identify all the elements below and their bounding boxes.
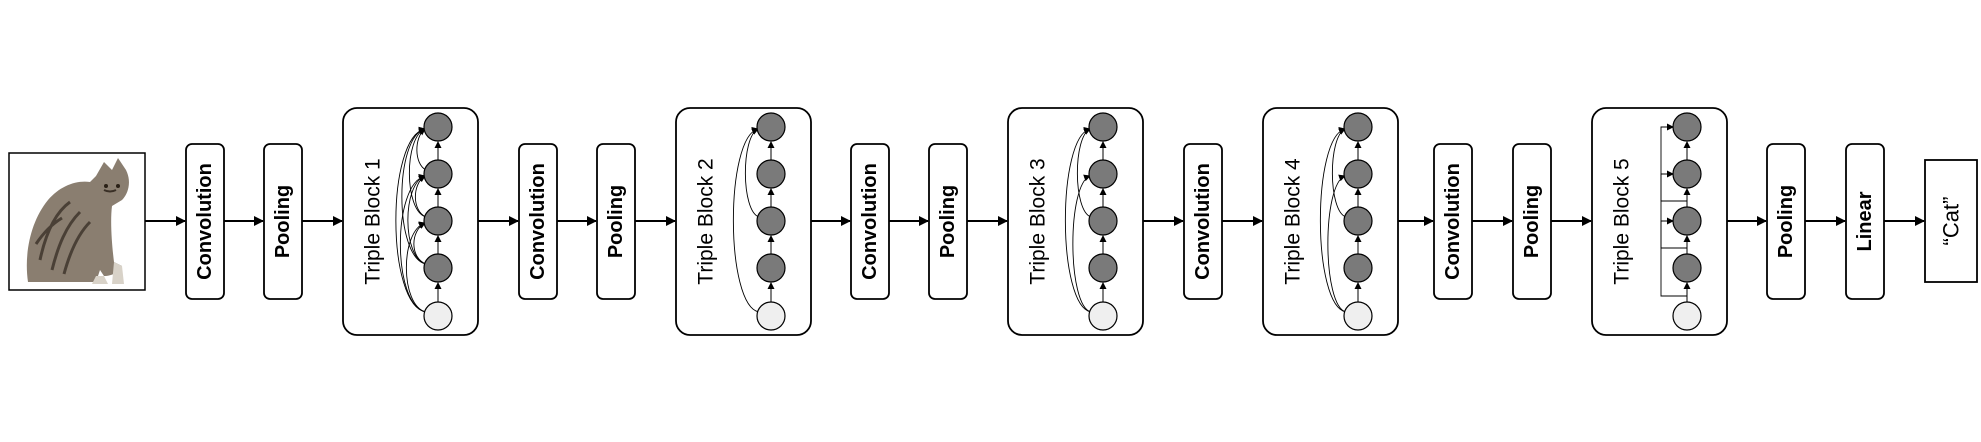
hidden-node	[1672, 253, 1702, 283]
node-column	[1672, 112, 1702, 331]
stage-convolution-6: Convolution	[850, 143, 890, 300]
hidden-node	[1088, 112, 1118, 142]
hidden-node	[423, 206, 453, 236]
hidden-node	[1343, 253, 1373, 283]
stages-layer: Convolution Pooling Triple Block 1 Convolut…	[185, 107, 1978, 336]
stage-pooling-1: Pooling	[263, 143, 303, 300]
triple-block-label: Triple Block 2	[695, 158, 718, 284]
hidden-node	[756, 206, 786, 236]
node-connections	[1319, 127, 1362, 313]
convolution-label: Convolution	[1442, 163, 1464, 280]
convolution-label: Convolution	[527, 163, 549, 280]
stage-convolution-9: Convolution	[1183, 143, 1223, 300]
hidden-node	[423, 112, 453, 142]
residual-edge	[1660, 123, 1687, 202]
stage-triple-block-2: Triple Block 2	[675, 107, 812, 336]
skip-edge	[413, 222, 427, 265]
skip-edge	[1319, 127, 1347, 313]
skip-edge	[1072, 174, 1092, 313]
stage-pooling-14: Pooling	[1766, 143, 1806, 300]
input-image	[8, 152, 146, 291]
triple-block-label: Triple Block 3	[1027, 158, 1050, 284]
stage-linear-15: Linear	[1845, 143, 1885, 300]
stage-convolution-11: Convolution	[1433, 143, 1473, 300]
stage-convolution-3: Convolution	[518, 143, 558, 300]
node-connections	[395, 126, 442, 313]
output-box	[1924, 159, 1978, 283]
convolution-label: Convolution	[859, 163, 881, 280]
skip-edge	[414, 175, 427, 218]
node-column	[423, 112, 453, 331]
input-node	[1672, 301, 1702, 331]
stage-pooling-4: Pooling	[596, 143, 636, 300]
node-column	[1088, 112, 1118, 331]
pooling-label: Pooling	[272, 185, 294, 258]
skip-edge	[732, 127, 760, 313]
skip-edge	[1064, 127, 1092, 313]
residual-edge	[1660, 217, 1687, 297]
hidden-node	[1088, 159, 1118, 189]
node-connections	[1660, 123, 1691, 302]
triple-block-label: Triple Block 5	[1611, 158, 1634, 284]
skip-edge	[744, 128, 760, 218]
stage-triple-block-1: Triple Block 1	[342, 107, 479, 336]
hidden-node	[1672, 206, 1702, 236]
convolution-label: Convolution	[1192, 163, 1214, 280]
linear-label: Linear	[1854, 191, 1876, 251]
pooling-label: Pooling	[605, 185, 627, 258]
input-node	[423, 301, 453, 331]
hidden-node	[756, 159, 786, 189]
input-node	[756, 301, 786, 331]
hidden-node	[423, 159, 453, 189]
skip-edge	[401, 127, 427, 265]
hidden-node	[423, 253, 453, 283]
residual-edge	[1660, 170, 1687, 249]
skip-edge	[416, 128, 427, 171]
output-class: “Cat”	[1924, 159, 1978, 283]
convolution-label: Convolution	[194, 163, 216, 280]
hidden-node	[1343, 206, 1373, 236]
skip-edge	[405, 221, 427, 313]
node-column	[756, 112, 786, 331]
skip-edge	[1076, 128, 1092, 218]
cat-picture	[26, 158, 129, 284]
skip-edge	[1327, 174, 1347, 313]
pooling-label: Pooling	[1521, 185, 1543, 258]
hidden-node	[1088, 206, 1118, 236]
stage-triple-block-4: Triple Block 4	[1262, 107, 1399, 336]
stage-pooling-7: Pooling	[928, 143, 968, 300]
skip-edge	[1331, 128, 1347, 218]
hidden-node	[756, 253, 786, 283]
hidden-node	[1672, 159, 1702, 189]
stage-pooling-12: Pooling	[1512, 143, 1552, 300]
hidden-node	[1088, 253, 1118, 283]
triple-block-label: Triple Block 1	[362, 158, 385, 284]
pooling-label: Pooling	[1775, 185, 1797, 258]
pooling-label: Pooling	[937, 185, 959, 258]
triple-block-label: Triple Block 4	[1282, 158, 1305, 285]
node-column	[1343, 112, 1373, 331]
hidden-node	[1672, 112, 1702, 142]
node-connections	[732, 127, 775, 313]
hidden-node	[1343, 112, 1373, 142]
hidden-node	[1343, 159, 1373, 189]
stage-triple-block-5: Triple Block 5	[1591, 107, 1728, 336]
stage-convolution-0: Convolution	[185, 143, 225, 300]
node-connections	[1064, 127, 1107, 313]
input-node	[1088, 301, 1118, 331]
input-node	[1343, 301, 1373, 331]
output-label: “Cat”	[1939, 197, 1964, 246]
hidden-node	[756, 112, 786, 142]
stage-triple-block-3: Triple Block 3	[1007, 107, 1144, 336]
